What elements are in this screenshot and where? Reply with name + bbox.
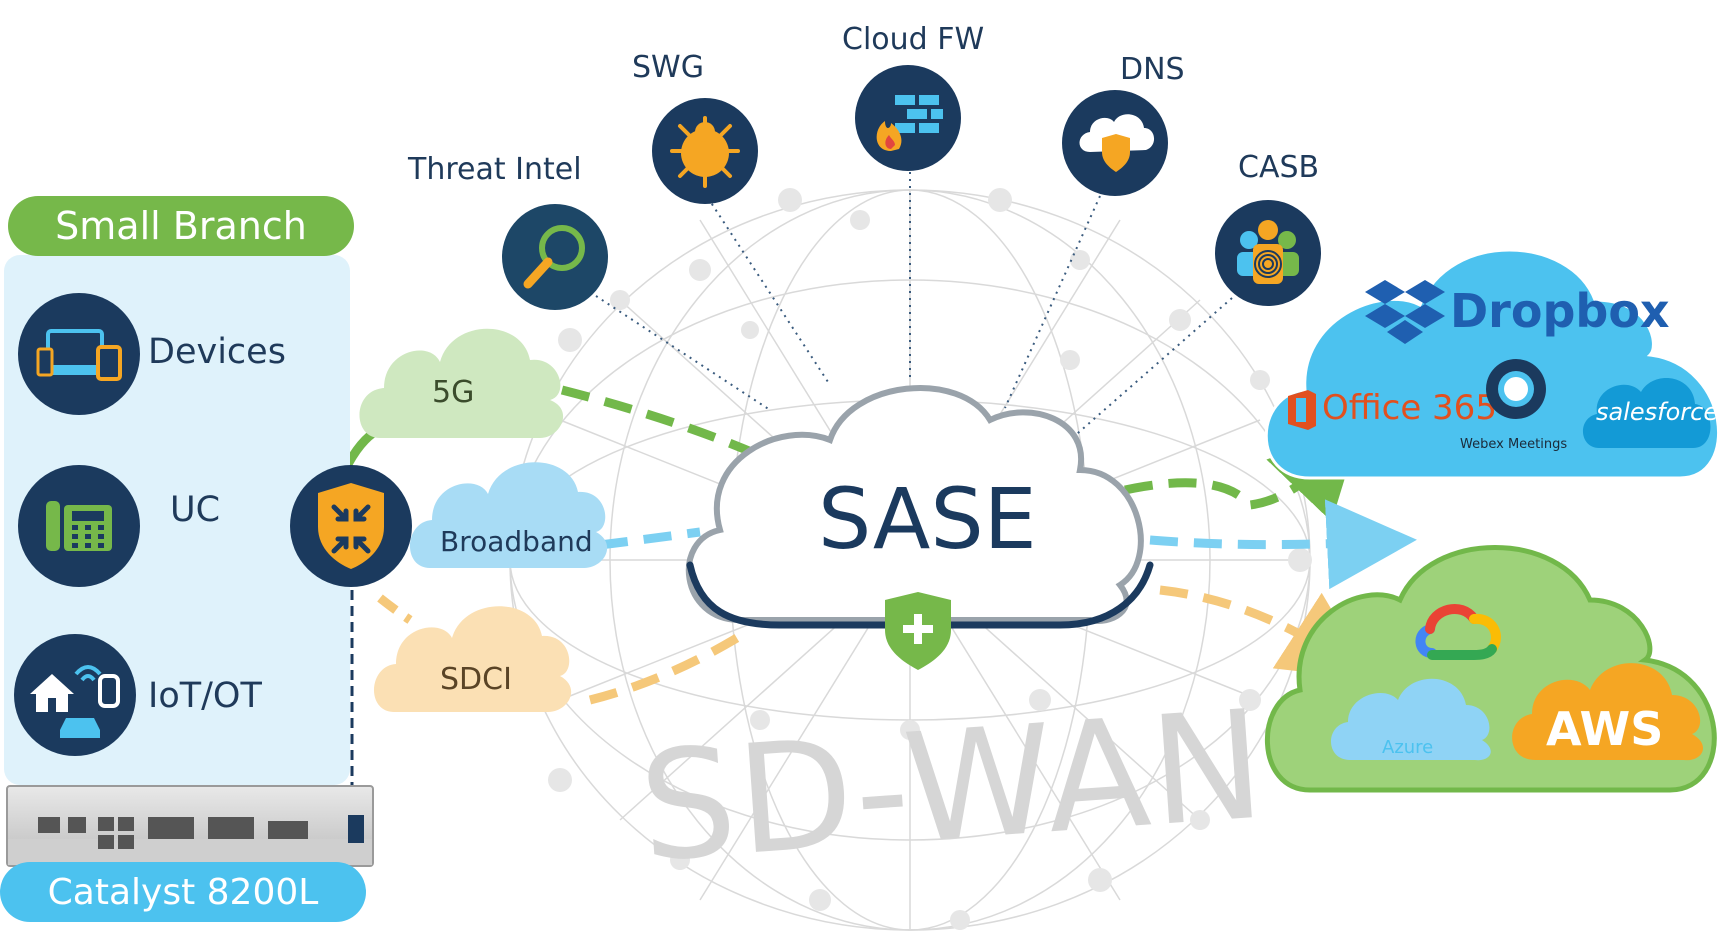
office-icon [1288, 390, 1316, 430]
aws-cloud-icon [1512, 663, 1704, 761]
5g-flow [560, 385, 772, 465]
google-cloud-icon [1415, 604, 1501, 660]
5g-label: 5G [432, 375, 475, 410]
azure-label: Azure [1382, 737, 1434, 758]
cloud-shield-icon [1062, 90, 1168, 196]
bug-icon [652, 98, 758, 204]
service-connectors [595, 165, 1233, 441]
5g-cloud [359, 328, 564, 438]
sdci-uplink [377, 594, 413, 624]
sase-label: SASE [818, 470, 1037, 568]
uc-label: UC [170, 490, 221, 530]
phone-icon [18, 465, 140, 587]
sdci-label: SDCI [440, 662, 512, 697]
broadband-label: Broadband [440, 525, 593, 558]
aws-label: AWS [1546, 702, 1664, 756]
shield-plus-icon [885, 592, 951, 670]
threat-intel-label: Threat Intel [408, 152, 582, 187]
office-365-label: Office 365 [1322, 388, 1497, 428]
dns-label: DNS [1120, 52, 1185, 87]
salesforce-cloud-icon [1575, 368, 1715, 458]
sase-to-iaas-flow-orange [1159, 585, 1373, 680]
salesforce-label: salesforce [1596, 398, 1719, 426]
sase-to-saas-flow [1124, 425, 1362, 522]
users-fingerprint-icon [1215, 200, 1321, 306]
sase-cloud [685, 384, 1144, 624]
devices-label: Devices [148, 332, 286, 372]
cloud-fw-label: Cloud FW [842, 22, 985, 57]
azure-cloud-icon [1330, 678, 1491, 761]
webex-icon [1482, 355, 1550, 423]
catalyst-device-image [6, 785, 374, 867]
sdci-flow [588, 626, 753, 705]
catalyst-8200l-label: Catalyst 8200L [0, 862, 366, 922]
mesh-nodes [510, 188, 1312, 930]
iot-icon [14, 634, 136, 756]
broadband-cloud [409, 462, 608, 568]
dropbox-label: Dropbox [1450, 284, 1670, 338]
casb-label: CASB [1238, 150, 1320, 185]
sdci-cloud [373, 606, 572, 712]
sase-to-iaas-flow-blue [1149, 499, 1417, 590]
broadband-flow [599, 527, 701, 550]
magnifier-icon [502, 204, 608, 310]
firewall-icon [855, 65, 961, 171]
small-branch-title: Small Branch [8, 196, 354, 256]
devices-icon [18, 293, 140, 415]
router-shield-icon [290, 465, 412, 587]
dropbox-icon [1365, 280, 1445, 344]
swg-label: SWG [632, 50, 704, 85]
webex-meetings-label: Webex Meetings [1460, 437, 1568, 452]
iot-ot-label: IoT/OT [148, 676, 262, 716]
